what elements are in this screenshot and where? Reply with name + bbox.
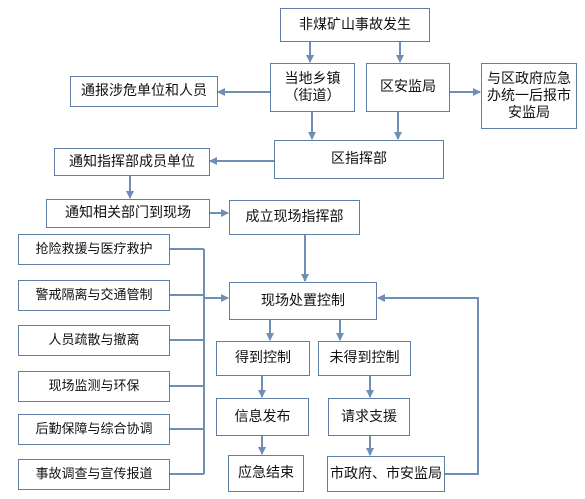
node-controlled: 得到控制: [216, 341, 310, 376]
node-city: 市政府、市安监局: [327, 456, 445, 492]
node-notify-members: 通知指挥部成员单位: [54, 148, 210, 176]
arrow-city-to-control: [377, 294, 479, 475]
task-rescue: 抢险救援与医疗救护: [18, 234, 170, 265]
node-info-release: 信息发布: [216, 398, 309, 436]
task-logistics: 后勤保障与综合协调: [18, 414, 170, 445]
node-onsite-command: 成立现场指挥部: [229, 200, 360, 235]
node-notify-units: 通报涉危单位和人员: [70, 76, 218, 107]
node-onsite-control: 现场处置控制: [229, 282, 377, 320]
node-township: 当地乡镇（街道）: [270, 63, 355, 112]
node-request-support: 请求支援: [328, 398, 410, 436]
node-report-gov: 与区政府应急办统一后报市安监局: [481, 63, 577, 129]
node-notify-depts: 通知相关部门到现场: [46, 199, 210, 228]
task-evacuation: 人员疏散与撤离: [18, 325, 170, 356]
task-monitoring: 现场监测与环保: [18, 371, 170, 402]
task-investigation: 事故调查与宣传报道: [18, 459, 170, 490]
node-district-safety: 区安监局: [366, 63, 450, 112]
node-emergency-end: 应急结束: [228, 455, 304, 492]
node-accident: 非煤矿山事故发生: [280, 8, 430, 42]
task-isolation: 警戒隔离与交通管制: [18, 280, 170, 311]
node-district-command: 区指挥部: [274, 140, 444, 179]
node-not-controlled: 未得到控制: [318, 341, 411, 376]
